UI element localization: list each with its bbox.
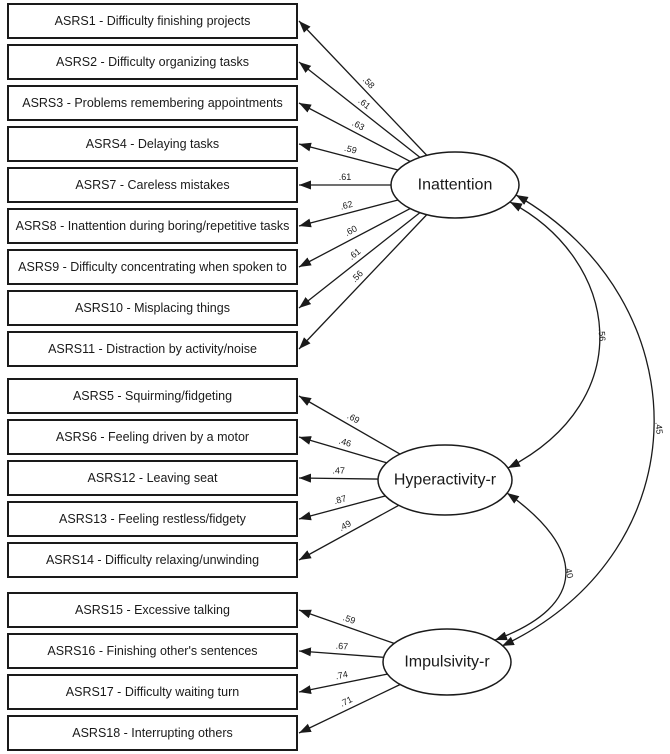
item-label: ASRS3 - Problems remembering appointment…: [22, 96, 283, 110]
item-box: [7, 378, 298, 414]
item-box: [7, 44, 298, 80]
correlation-path: [494, 492, 567, 641]
item-label: ASRS2 - Difficulty organizing tasks: [56, 55, 249, 69]
correlation-value: .56: [597, 328, 608, 341]
item-box: [7, 249, 298, 285]
correlation-value: .45: [653, 421, 664, 434]
item-label: ASRS7 - Careless mistakes: [75, 178, 229, 192]
item-label: ASRS5 - Squirming/fidgeting: [73, 389, 232, 403]
loading-value: .46: [338, 436, 353, 449]
loading-value: .67: [335, 641, 348, 652]
loading-value: .59: [342, 612, 357, 626]
item-box: [7, 501, 298, 537]
loading-value: .59: [343, 143, 358, 156]
item-label: ASRS8 - Inattention during boring/repeti…: [16, 219, 290, 233]
loading-arrow: [298, 436, 387, 464]
loading-arrows: .58.61.63.59.61.62.60.61.56.69.46.47.87.…: [298, 20, 428, 734]
loading-value: .69: [346, 411, 362, 426]
item-box: [7, 542, 298, 578]
loading-arrow: [298, 20, 428, 156]
item-box: [7, 331, 298, 367]
item-label: ASRS15 - Excessive talking: [75, 603, 230, 617]
factor-label: Inattention: [418, 177, 493, 194]
loading-value: .49: [337, 518, 353, 533]
item-box: [7, 633, 298, 669]
item-box: [7, 419, 298, 455]
item-label: ASRS16 - Finishing other's sentences: [47, 644, 257, 658]
factor-label: Impulsivity-r: [404, 654, 490, 671]
correlation-curves: .56 .45 .40: [494, 194, 665, 647]
item-box: [7, 674, 298, 710]
item-box: [7, 85, 298, 121]
loading-arrow: [298, 647, 384, 658]
correlation-path: [501, 194, 655, 647]
loading-value: .61: [339, 172, 352, 182]
item-label: ASRS9 - Difficulty concentrating when sp…: [18, 260, 287, 274]
loading-arrow: [298, 504, 400, 561]
loading-value: .47: [332, 465, 345, 475]
item-box: [7, 290, 298, 326]
item-label: ASRS18 - Interrupting others: [72, 726, 233, 740]
factor-ellipse: [377, 444, 513, 516]
item-label: ASRS12 - Leaving seat: [88, 471, 218, 485]
loading-arrow: [298, 473, 379, 483]
loading-arrow: [298, 609, 395, 645]
loading-arrow: [298, 212, 421, 309]
item-box: [7, 126, 298, 162]
item-label: ASRS11 - Distraction by activity/noise: [48, 342, 257, 356]
item-boxes: ASRS1 - Difficulty finishing projectsASR…: [7, 3, 298, 751]
loading-arrow: [298, 214, 428, 350]
loading-arrow: [298, 102, 411, 163]
loading-arrow: [298, 207, 411, 268]
factor-ellipse: [382, 628, 512, 696]
item-label: ASRS4 - Delaying tasks: [86, 137, 219, 151]
loading-value: .63: [350, 118, 366, 133]
item-box: [7, 460, 298, 496]
correlation-path: [507, 201, 601, 469]
loading-arrow: [298, 199, 399, 228]
item-box: [7, 715, 298, 751]
item-label: ASRS1 - Difficulty finishing projects: [55, 14, 251, 28]
loading-arrow: [298, 395, 401, 455]
loading-arrow: [298, 142, 399, 171]
loading-value: .74: [334, 669, 348, 681]
item-label: ASRS17 - Difficulty waiting turn: [66, 685, 239, 699]
item-label: ASRS13 - Feeling restless/fidgety: [59, 512, 247, 526]
item-label: ASRS14 - Difficulty relaxing/unwinding: [46, 553, 259, 567]
loading-value: .60: [343, 223, 359, 238]
loading-arrow: [298, 495, 386, 521]
item-label: ASRS6 - Feeling driven by a motor: [56, 430, 249, 444]
item-label: ASRS10 - Misplacing things: [75, 301, 230, 315]
item-box: [7, 592, 298, 628]
loading-value: .62: [339, 199, 354, 212]
correlation-value: .40: [563, 565, 576, 579]
factor-ellipse: [390, 151, 520, 219]
item-box: [7, 3, 298, 39]
item-box: [7, 208, 298, 244]
loading-value: .87: [333, 493, 348, 506]
loading-arrow: [298, 673, 388, 695]
item-box: [7, 167, 298, 203]
loading-value: .71: [338, 694, 354, 708]
loading-arrow: [298, 683, 401, 734]
factor-label: Hyperactivity-r: [394, 472, 497, 489]
loading-arrow: [298, 61, 421, 158]
